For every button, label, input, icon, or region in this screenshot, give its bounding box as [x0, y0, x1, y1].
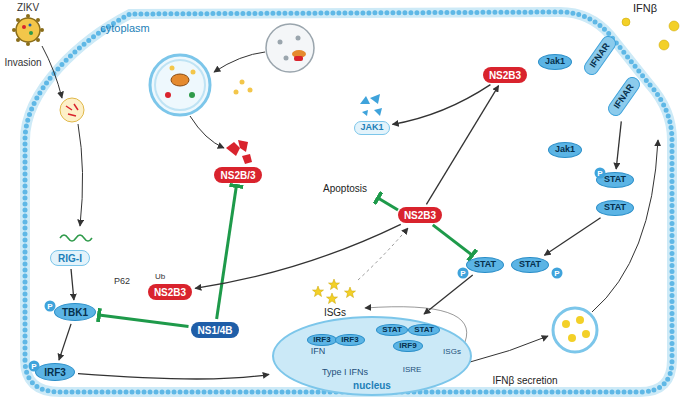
node-text: Jak1	[555, 145, 575, 155]
protein-node: IFNAR	[581, 33, 619, 78]
arrow-connector	[59, 324, 71, 360]
node-text: NS2B/3	[220, 170, 255, 181]
protein-node: RIG-I	[50, 250, 90, 266]
protein-node: STAT	[596, 200, 634, 216]
arrow-connector	[616, 121, 621, 169]
protein-node: Jak1	[548, 142, 582, 158]
text-label: ZIKV	[17, 2, 39, 13]
node-text: STAT	[519, 260, 541, 270]
arrow-connector	[392, 85, 490, 125]
text-label: Type I IFNs	[322, 368, 368, 378]
node-text: NS1/4B	[197, 325, 232, 336]
zika-virus	[12, 14, 44, 46]
node-text: Jak1	[545, 57, 565, 67]
node-text: IRF9	[399, 342, 416, 351]
arrow-connector	[426, 86, 498, 205]
arrow-connector	[195, 224, 401, 288]
node-text: NS2B3	[154, 287, 186, 298]
protease-icon	[226, 140, 252, 164]
text-label: ISRE	[403, 366, 422, 375]
node-text: nucleus	[353, 380, 391, 391]
arrow-connector	[544, 218, 600, 256]
protein-node: STAT	[511, 257, 549, 273]
inhibition-line	[378, 198, 398, 210]
protein-node: IFNAR	[605, 74, 643, 119]
text-label: IFN	[311, 347, 326, 357]
inhibition-connector	[433, 225, 472, 255]
protein-node: IRF9	[393, 340, 422, 353]
node-text: IRF3	[44, 367, 66, 378]
node-text: STAT	[382, 326, 402, 335]
ifn-beta-ligands	[622, 18, 679, 50]
protein-node: STAT	[466, 257, 504, 273]
node-text: NS2B3	[404, 210, 436, 221]
protein-node: IRF3	[35, 363, 75, 381]
arrow-connector	[424, 275, 473, 314]
protein-node: NS2B3	[398, 207, 442, 223]
nucleus: nucleus IRF3 IRF3 STAT STAT IRF9	[272, 316, 472, 396]
jak1-fragments	[360, 94, 382, 116]
inhibition-connector	[99, 315, 189, 327]
node-text: IRF3	[313, 336, 330, 345]
autophagosome	[150, 24, 314, 148]
arrow-connector	[78, 374, 269, 379]
text-label: Apoptosis	[323, 183, 367, 194]
protein-node: STAT	[376, 324, 408, 337]
arrow-connector	[71, 269, 74, 300]
text-label: IFNβ secretion	[492, 375, 557, 386]
text-label: Invasion	[4, 57, 41, 68]
text-label: Ub	[155, 273, 165, 282]
node-text: IFNAR	[588, 41, 612, 69]
node-text: IFNAR	[612, 82, 636, 110]
phosphate-mark: P	[458, 268, 469, 279]
protein-node: NS2B3	[148, 284, 192, 300]
protein-node: NS2B3	[483, 67, 527, 83]
node-text: STAT	[604, 203, 626, 213]
phosphate-mark: P	[552, 268, 563, 279]
text-label: ISGs	[324, 307, 346, 318]
phosphate-mark: P	[29, 361, 40, 372]
phosphate-mark: P	[45, 301, 56, 312]
text-label: ISGs	[443, 348, 461, 357]
node-text: STAT	[414, 326, 434, 335]
node-text: JAK1	[360, 123, 383, 133]
inhibition-connector	[217, 186, 237, 319]
protein-node: JAK1	[354, 121, 389, 135]
node-text: IRF3	[341, 336, 358, 345]
protein-node: IRF3	[307, 334, 336, 347]
node-text: RIG-I	[58, 253, 82, 264]
node-text: STAT	[604, 175, 626, 185]
protein-node: NS1/4B	[191, 322, 238, 338]
protein-node: Jak1	[538, 54, 572, 70]
endosome	[42, 46, 92, 241]
protein-node: STAT	[408, 324, 440, 337]
node-text: STAT	[474, 260, 496, 270]
protein-node: NS2B/3	[214, 167, 261, 183]
protein-node: TBK1	[54, 303, 96, 321]
cell-membrane	[25, 12, 672, 392]
node-text: NS2B3	[489, 70, 521, 81]
text-label: P62	[114, 277, 130, 287]
secretion-vesicle	[470, 140, 658, 362]
text-label: cytoplasm	[100, 22, 150, 34]
protein-node: IRF3	[335, 334, 364, 347]
text-label: IFNβ	[633, 2, 657, 14]
node-text: TBK1	[62, 307, 88, 318]
phosphate-mark: P	[595, 168, 606, 179]
